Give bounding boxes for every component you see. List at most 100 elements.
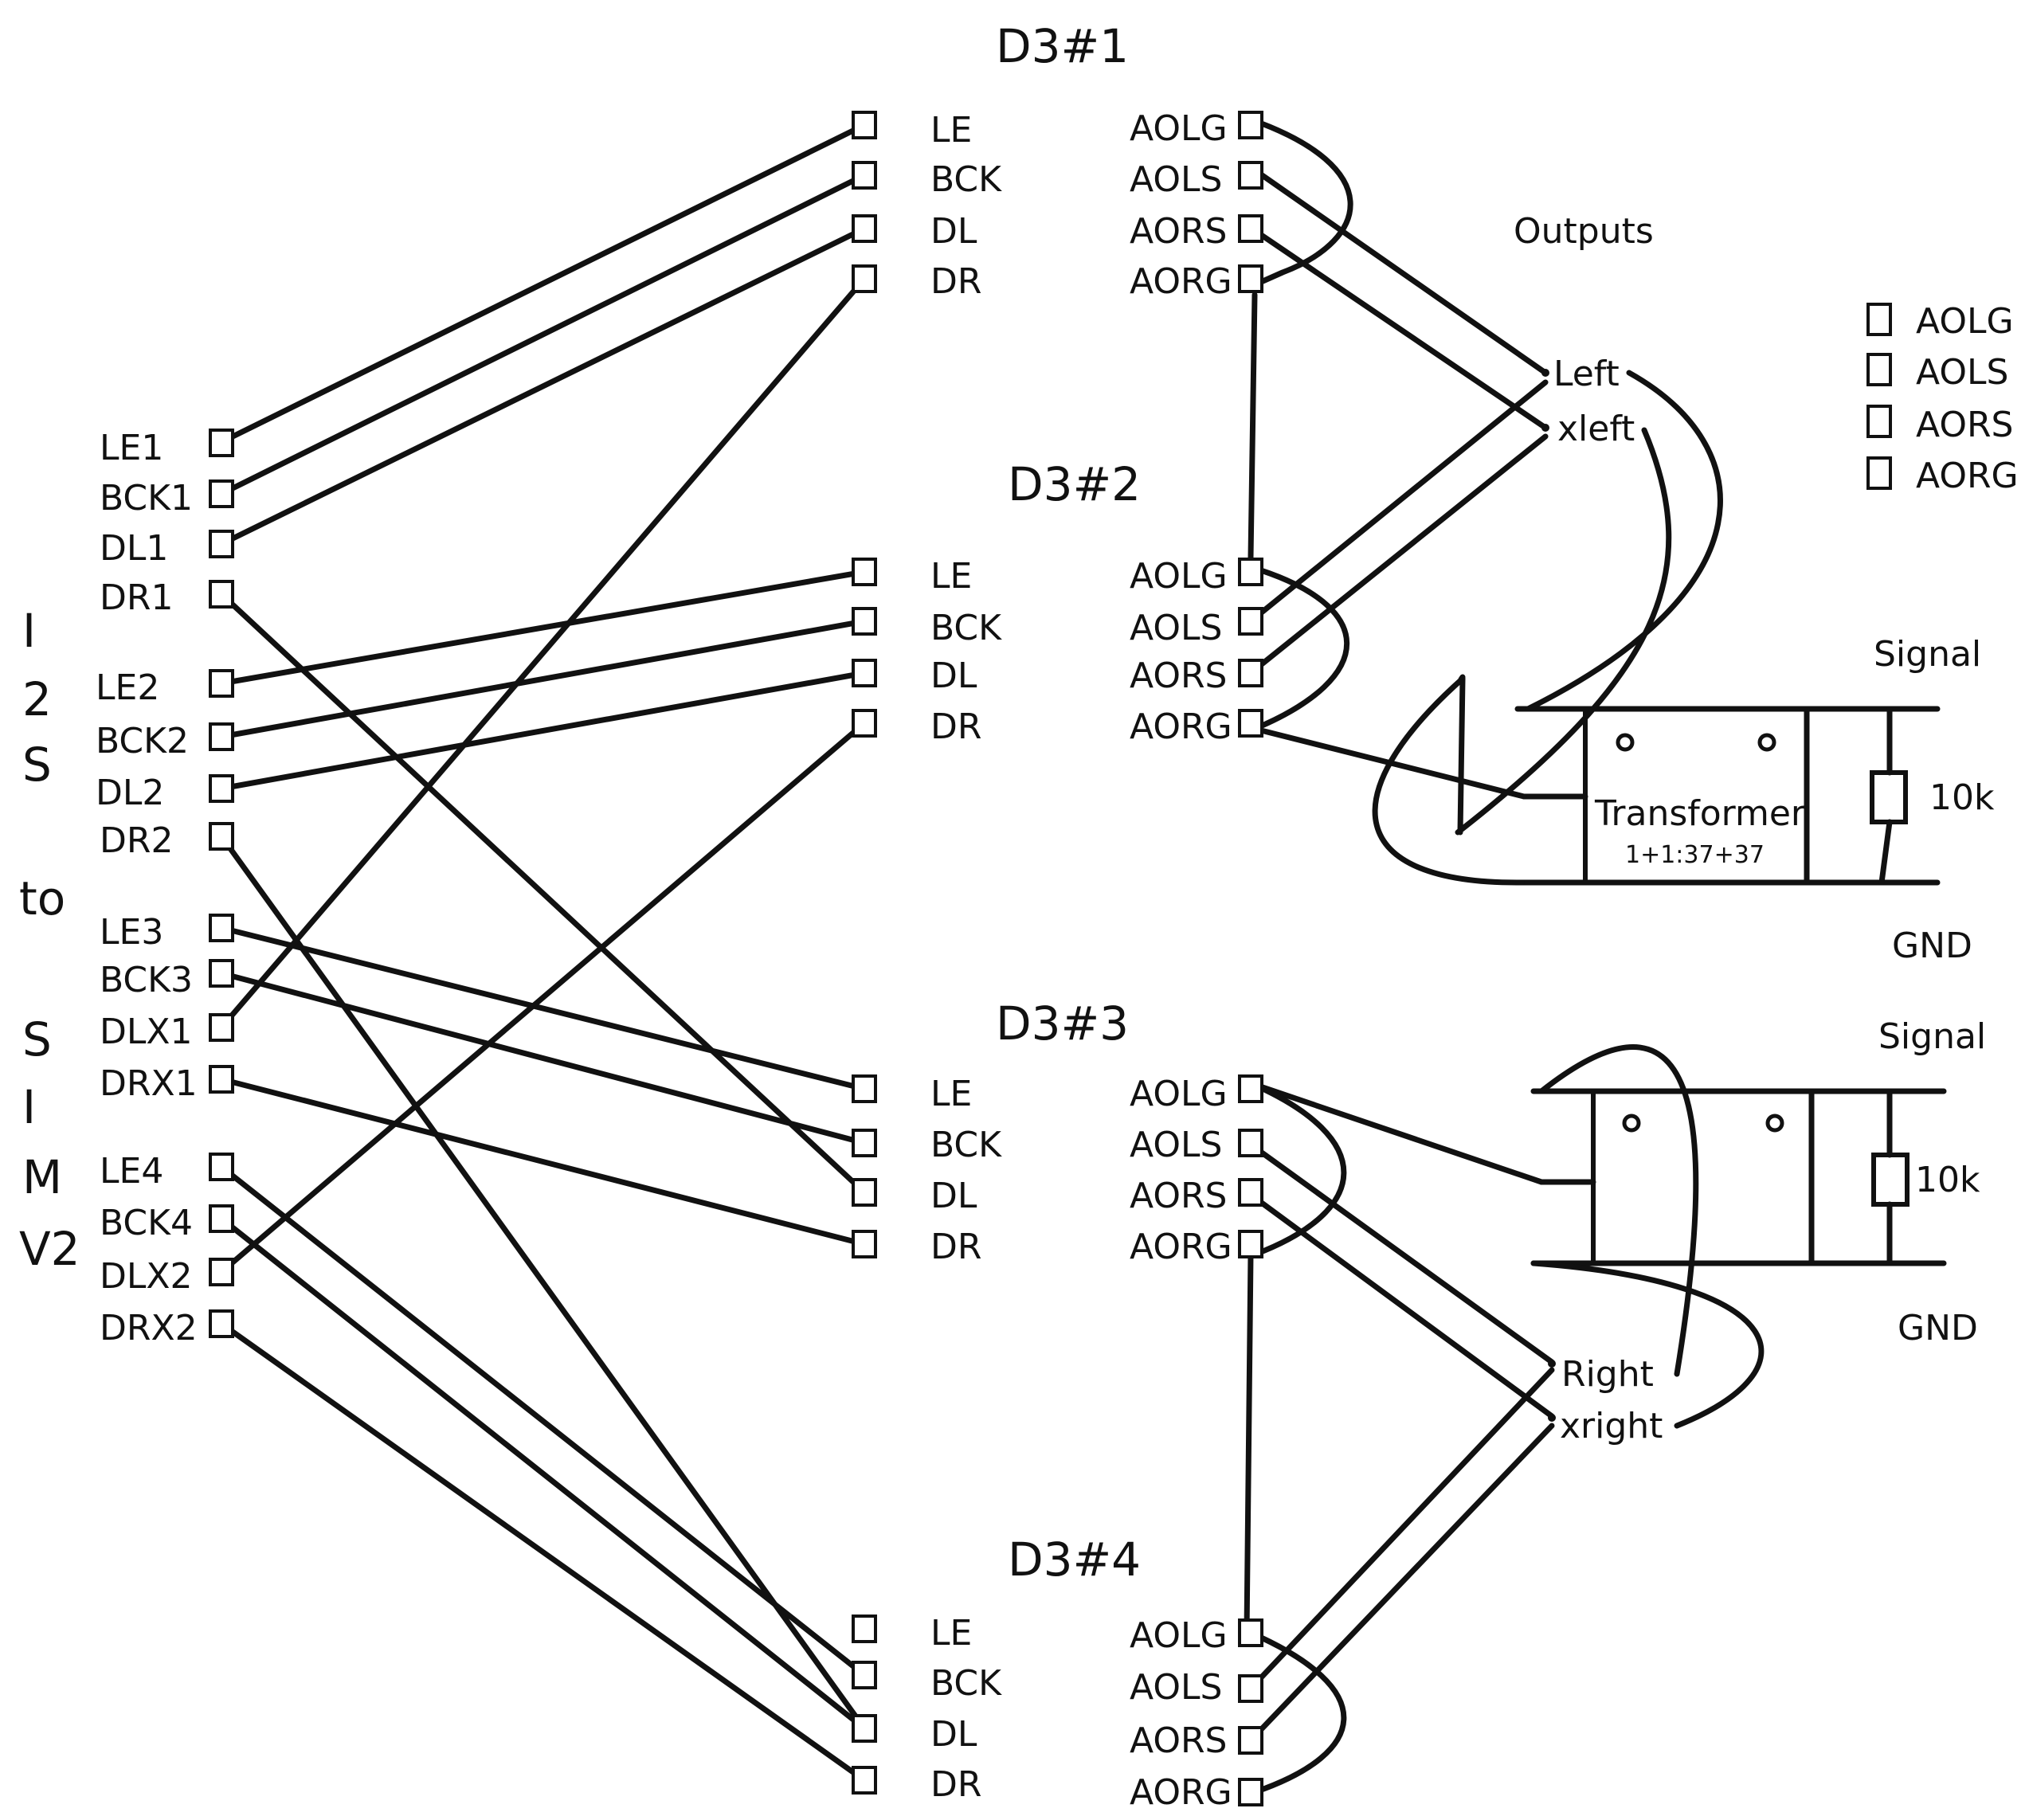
left-pin[interactable]: DR2 (100, 820, 234, 861)
dac-input-label: LE (930, 110, 972, 151)
signal-label: Signal (1874, 634, 1981, 675)
pin-label: DRX1 (100, 1063, 198, 1104)
node-left: Left (1553, 354, 1620, 394)
left-pin[interactable]: BCK1 (100, 478, 234, 519)
dac-title: D3#4 (1008, 1532, 1141, 1587)
dac-input-label: LE (930, 556, 972, 597)
left-pin[interactable]: DL1 (100, 528, 234, 569)
dac-output-label: AORG (1130, 1227, 1232, 1267)
resistor-2 (1871, 1153, 1910, 1207)
dac-output-label: AORG (1130, 706, 1232, 747)
side-title-char: to (19, 871, 65, 926)
left-pin[interactable]: DR1 (100, 577, 234, 618)
pin-label: DL1 (100, 528, 168, 569)
dac-input-label: DR (930, 1764, 981, 1805)
dac-output-label: AOLG (1130, 556, 1228, 597)
side-title-char: I (22, 1080, 36, 1134)
pin-label: DL2 (96, 773, 164, 813)
dac-input-label: DR (930, 1227, 981, 1267)
dac-3: D3#3 LE BCK DL DR AOLG AOLS AORS AORG (852, 996, 1263, 1267)
dac-title: D3#2 (1008, 457, 1141, 511)
dac-title: D3#1 (996, 19, 1129, 73)
dac-input-label: DR (930, 706, 981, 747)
legend-item: AOLG (1916, 301, 2014, 342)
dac-input-label: LE (930, 1074, 972, 1114)
pin-label: BCK3 (100, 960, 193, 1000)
dac-output-label: AORG (1130, 1772, 1232, 1813)
left-pin[interactable]: LE4 (100, 1151, 234, 1192)
dac-2: D3#2 LE BCK DL DR AOLG AOLS AORS AORG (852, 457, 1263, 747)
resistor-label: 10k (1929, 777, 1995, 818)
pin-label: LE1 (100, 428, 163, 468)
left-pin[interactable]: LE2 (96, 667, 234, 708)
side-title-char: S (22, 1012, 52, 1067)
legend-item: AORS (1916, 405, 2013, 445)
dac-output-label: AORG (1130, 261, 1232, 302)
pin-label: DRX2 (100, 1308, 198, 1348)
dac-input-label: BCK (930, 608, 1002, 648)
gnd-label-2: GND (1898, 1308, 1978, 1348)
dac-input-label: BCK (930, 1663, 1002, 1704)
i2s-header: LE1 BCK1 DL1 DR1 LE2 BCK2 DL2 DR2 LE3 BC… (96, 428, 234, 1348)
resistor-label-2: 10k (1915, 1160, 1980, 1200)
pin-label: DR1 (100, 577, 173, 618)
left-pin[interactable]: BCK3 (100, 959, 234, 1000)
dac-input-label: DL (930, 211, 977, 252)
pin-label: LE4 (100, 1151, 163, 1192)
dac-output-label: AOLG (1130, 1074, 1228, 1114)
side-title-char: M (22, 1150, 62, 1204)
left-pin[interactable]: LE3 (100, 912, 234, 953)
node-right: Right (1561, 1354, 1654, 1395)
dac-input-label: DL (930, 1714, 977, 1755)
transformer-ratio: 1+1:37+37 (1625, 841, 1765, 869)
dac-output-label: AORS (1130, 656, 1227, 696)
dac-output-label: AOLS (1130, 1125, 1222, 1165)
dac-input-label: DR (930, 261, 981, 302)
pin-label: DLX1 (100, 1012, 193, 1052)
dac-output-label: AOLG (1130, 108, 1228, 149)
left-pin[interactable]: DRX1 (100, 1063, 234, 1104)
side-title-char: V2 (19, 1222, 80, 1276)
left-pin[interactable]: DLX1 (100, 1012, 234, 1052)
node-xright: xright (1560, 1406, 1663, 1446)
dac-output-label: AORS (1130, 1176, 1227, 1216)
pin-label: BCK1 (100, 478, 193, 519)
dac-input-label: BCK (930, 1125, 1002, 1165)
dac-output-label: AOLS (1130, 159, 1222, 200)
side-title-char: 2 (22, 672, 52, 726)
left-pin[interactable]: BCK2 (96, 721, 234, 761)
dac-input-label: LE (930, 1613, 972, 1654)
left-pin[interactable]: DL2 (96, 773, 234, 813)
wiring (218, 116, 1947, 1795)
dac-output-label: AORS (1130, 211, 1227, 252)
transformer-label: Transformer (1594, 793, 1806, 834)
side-title-char: S (22, 738, 52, 792)
resistor (1870, 770, 1908, 824)
node-xleft: xleft (1557, 409, 1635, 449)
legend-item: AORG (1916, 456, 2019, 496)
left-pin[interactable]: LE1 (100, 428, 234, 468)
pin-label: BCK4 (100, 1203, 193, 1243)
dac-input-label: DL (930, 656, 977, 696)
side-title-char: I (22, 604, 36, 658)
gnd-label: GND (1892, 926, 1972, 966)
outputs-label: Outputs (1514, 211, 1654, 252)
left-pin[interactable]: DLX2 (100, 1256, 234, 1297)
pin-label: LE3 (100, 912, 163, 953)
dac-output-label: AOLS (1130, 608, 1222, 648)
side-title: I 2 S to S I M V2 (19, 604, 80, 1276)
pin-label: DLX2 (100, 1256, 193, 1297)
dac-input-label: BCK (930, 159, 1002, 200)
dac-input-label: DL (930, 1176, 977, 1216)
dac-output-label: AORS (1130, 1720, 1227, 1761)
pin-label: BCK2 (96, 721, 189, 761)
dac-4: D3#4 LE BCK DL DR AOLG AOLS AORS AORG (852, 1532, 1263, 1813)
dac-output-label: AOLG (1130, 1615, 1228, 1656)
left-pin[interactable]: DRX2 (100, 1308, 234, 1348)
left-pin[interactable]: BCK4 (100, 1203, 234, 1243)
legend-item: AOLS (1916, 352, 2008, 393)
dac-output-label: AOLS (1130, 1667, 1222, 1708)
legend: AOLG AOLS AORS AORG (1866, 301, 2019, 496)
dac-title: D3#3 (996, 996, 1129, 1051)
dac-1: D3#1 LE BCK DL DR AOLG AOLS AORS AORG (852, 19, 1263, 302)
